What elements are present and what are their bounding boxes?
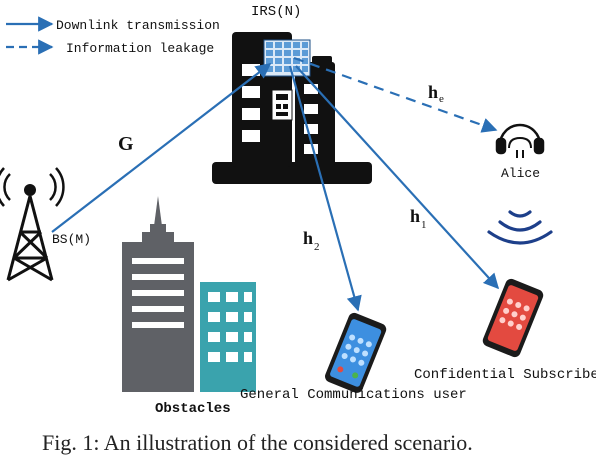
svg-text:e: e (439, 93, 444, 105)
arrow-h2 (288, 65, 362, 312)
alice-headset-icon (495, 123, 545, 158)
obstacle-gray-building (122, 196, 194, 392)
alice-label: Alice (501, 166, 540, 181)
svg-text:h: h (303, 228, 313, 248)
legend-leakage-label: Information leakage (66, 41, 214, 56)
label-g: G (118, 133, 134, 155)
irs-label: IRS(N) (251, 4, 301, 20)
irs-building (212, 32, 372, 184)
scenario-diagram: Downlink transmission Information leakag… (0, 4, 596, 417)
arrow-h1 (295, 65, 500, 290)
label-he: h e (428, 82, 444, 105)
svg-text:h: h (410, 206, 420, 226)
svg-text:2: 2 (314, 241, 320, 253)
confidential-label: Confidential Subscriber (414, 367, 596, 383)
svg-text:h: h (428, 82, 438, 102)
label-h2: h 2 (303, 228, 320, 253)
confidential-phone-icon (482, 278, 544, 358)
bs-tower-icon (0, 167, 65, 282)
irs-panel (263, 39, 311, 121)
label-h1: h 1 (410, 206, 427, 231)
bs-label: BS(M) (52, 232, 91, 247)
svg-text:1: 1 (421, 219, 427, 231)
wireless-signal-icon (487, 210, 553, 245)
figure-caption: Fig. 1: An illustration of the considere… (42, 430, 473, 455)
legend-downlink-label: Downlink transmission (56, 18, 220, 33)
obstacles-label: Obstacles (155, 401, 231, 417)
arrow-g (51, 63, 272, 233)
general-user-label: General Communications user (240, 387, 467, 403)
general-user-phone-icon (325, 312, 387, 393)
obstacle-teal-building (200, 282, 256, 392)
legend: Downlink transmission Information leakag… (6, 16, 220, 56)
arrow-he (293, 56, 498, 133)
